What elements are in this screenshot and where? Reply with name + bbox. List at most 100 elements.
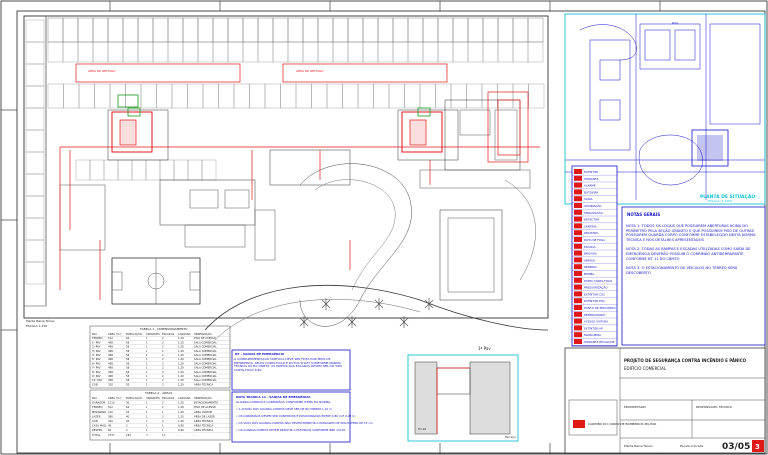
svg-text:TABELA 2 - ÁREAS: TABELA 2 - ÁREAS (144, 390, 172, 395)
table-cell: 1 (146, 374, 148, 378)
nt2-item: • OS CORRIMÃOS DEVEM SER CONTÍNUOS E POS… (236, 413, 355, 418)
table-cell: SALA COMERCIAL (194, 349, 217, 353)
table-cell: PISO DE ACESSO (194, 405, 216, 409)
table-cell: 498 (108, 378, 113, 382)
table-cell: 181 (126, 433, 131, 437)
table-cell: 1 (146, 401, 148, 405)
legend-item: RESERVATÓRIO (584, 312, 606, 317)
table-cell: 1,20 (178, 357, 184, 361)
legend-item: EXTINTOR (584, 170, 598, 174)
table-cell: 20 (126, 419, 130, 423)
table-cell: 498 (108, 357, 113, 361)
table-cell: SALA COMERCIAL (194, 340, 217, 344)
table-cell: 5º PAV (92, 357, 101, 361)
table-cell: 62 (126, 405, 130, 409)
table-cell: 1 (146, 336, 148, 340)
table-cell: 58 (126, 374, 130, 378)
table-cell: 2 (162, 361, 164, 365)
table-cell: 1 (162, 424, 164, 428)
table-cell: MEZANINO (92, 410, 106, 414)
table-header: ÁREA (m²) (108, 331, 121, 336)
table-cell: 1 (146, 405, 148, 409)
legend-item: DETECTOR (584, 218, 599, 222)
table-header: LARGURA (178, 396, 191, 400)
table-cell: 2 (162, 401, 164, 405)
table-cell: 40 (126, 414, 130, 418)
table-header: UNIDADES (146, 332, 160, 336)
emergency-exits (117, 94, 431, 117)
table-cell: CASA MÁQ. (92, 423, 107, 428)
table-cell: 1,20 (178, 405, 184, 409)
table-cell: 512 (108, 336, 113, 340)
table-cell: 1 (146, 410, 148, 414)
table-cell: 8º PAV (92, 370, 101, 374)
detail-label: Terraço (504, 435, 516, 439)
table-cell: 2 (162, 370, 164, 374)
legend-item: RESERVA (584, 265, 597, 269)
note-item: NOTA 2: TODAS AS RAMPAS E ESCADAS UTILIZ… (626, 247, 751, 261)
table-cell: 1 (146, 349, 148, 353)
note-box-nt: NT - SAÍDAS DE EMERGÊNCIA A COMPARTIMENT… (231, 349, 351, 391)
table-cell: TÉRREO (92, 404, 103, 409)
table-cell: 58 (126, 370, 130, 374)
svg-text:GUARDA-CORPOS E CORRIMÃOS CONF: GUARDA-CORPOS E CORRIMÃOS CONFORME ITENS… (236, 399, 331, 404)
legend-item: MANGUEIRA (584, 333, 601, 337)
detail-title: 1ª Pav (478, 346, 491, 351)
table-cell: 1º PAV (92, 340, 101, 344)
area-labels: ÁREA DE REFÚGIO ÁREA DE REFÚGIO Planta B… (26, 68, 324, 328)
legend-item: BOTOEIRA (584, 190, 598, 194)
table-cell: ÁREA TÉCNICA (194, 427, 213, 432)
table-cell: 512 (108, 405, 113, 409)
table-header: ÁREA (m²) (108, 395, 121, 400)
legend-item: ESCADA (584, 245, 596, 249)
table-header: ESCADAS (162, 396, 175, 400)
legend-item: ROTA DE FUGA (584, 238, 605, 242)
table-cell: 10º PAV (92, 378, 102, 382)
table-cell: SALA COMERCIAL (194, 366, 217, 370)
refuge-label-right: ÁREA DE REFÚGIO (296, 68, 324, 73)
situation-plan: RUA PLANTA DE SITUAÇÃO ESCALA: 1:1000 (564, 13, 766, 205)
legend-item: SAÍDA (584, 196, 593, 201)
legend-item: PONTO DE ENCONTRO (584, 306, 616, 310)
table-cell: 498 (108, 340, 113, 344)
table-cell: 498 (108, 374, 113, 378)
detail-drawing: 1ª Pav Terraço P=10 (407, 346, 519, 442)
table-cell: 58 (126, 366, 130, 370)
table-cell: 60 (108, 428, 112, 432)
note-box-nt2: NOTA TÉCNICA 11 - SAÍDAS DE EMERGÊNCIA G… (231, 391, 373, 443)
table-cell: RESERV. (92, 428, 103, 432)
legend-item: ABRIGO (584, 258, 596, 262)
general-notes: NOTAS GERAIS NOTA 1: TODOS OS LOCAIS QUE… (621, 206, 766, 346)
project-subject: EDIFÍCIO COMERCIAL (624, 366, 667, 371)
table-cell: 2 (162, 340, 164, 344)
table-cell: 1 (162, 428, 164, 432)
table-cell: TÉRREO (92, 335, 103, 340)
table-cell: 3º PAV (92, 349, 101, 353)
table-cell: 1,20 (178, 361, 184, 365)
plan-scale: ESCALA 1:150 (26, 324, 47, 328)
legend-item: EXTINTOR PQS (584, 299, 605, 303)
table-header: PAV. (92, 396, 97, 400)
table-cell: 1,20 (178, 382, 184, 386)
table-cell: 2 (126, 424, 128, 428)
legend-item: HIDRANTE RECALQUE (584, 340, 615, 344)
legend-item: EXTINTOR AP (584, 326, 603, 330)
table-header: OBSERVAÇÃO (194, 331, 212, 336)
nt2-item: • A ALTURA DOS GUARDA-CORPOS DEVE SER DE… (236, 406, 332, 411)
table-header: UNIDADES (146, 396, 160, 400)
table-cell: 6º PAV (92, 361, 101, 365)
table-cell: 1,20 (178, 370, 184, 374)
table-cell: 62 (126, 336, 130, 340)
table-cell: 1,20 (178, 353, 184, 357)
table-cell: 1,20 (178, 419, 184, 423)
note-item: NOTA 1: TODOS OS LOCAIS QUE POSSUIREM AB… (626, 224, 756, 242)
fire-system-layer (59, 63, 540, 300)
legend-item: ACESSO VIATURA (584, 320, 608, 324)
table-cell: 7 (146, 433, 148, 437)
legend-item: PORTA CORTA-FOGO (584, 279, 613, 283)
legend-item: PRESSURIZAÇÃO (584, 285, 608, 290)
table-cell: 498 (108, 345, 113, 349)
table-cell: 20 (126, 382, 130, 386)
footer-right: Escala indicada (680, 444, 703, 448)
